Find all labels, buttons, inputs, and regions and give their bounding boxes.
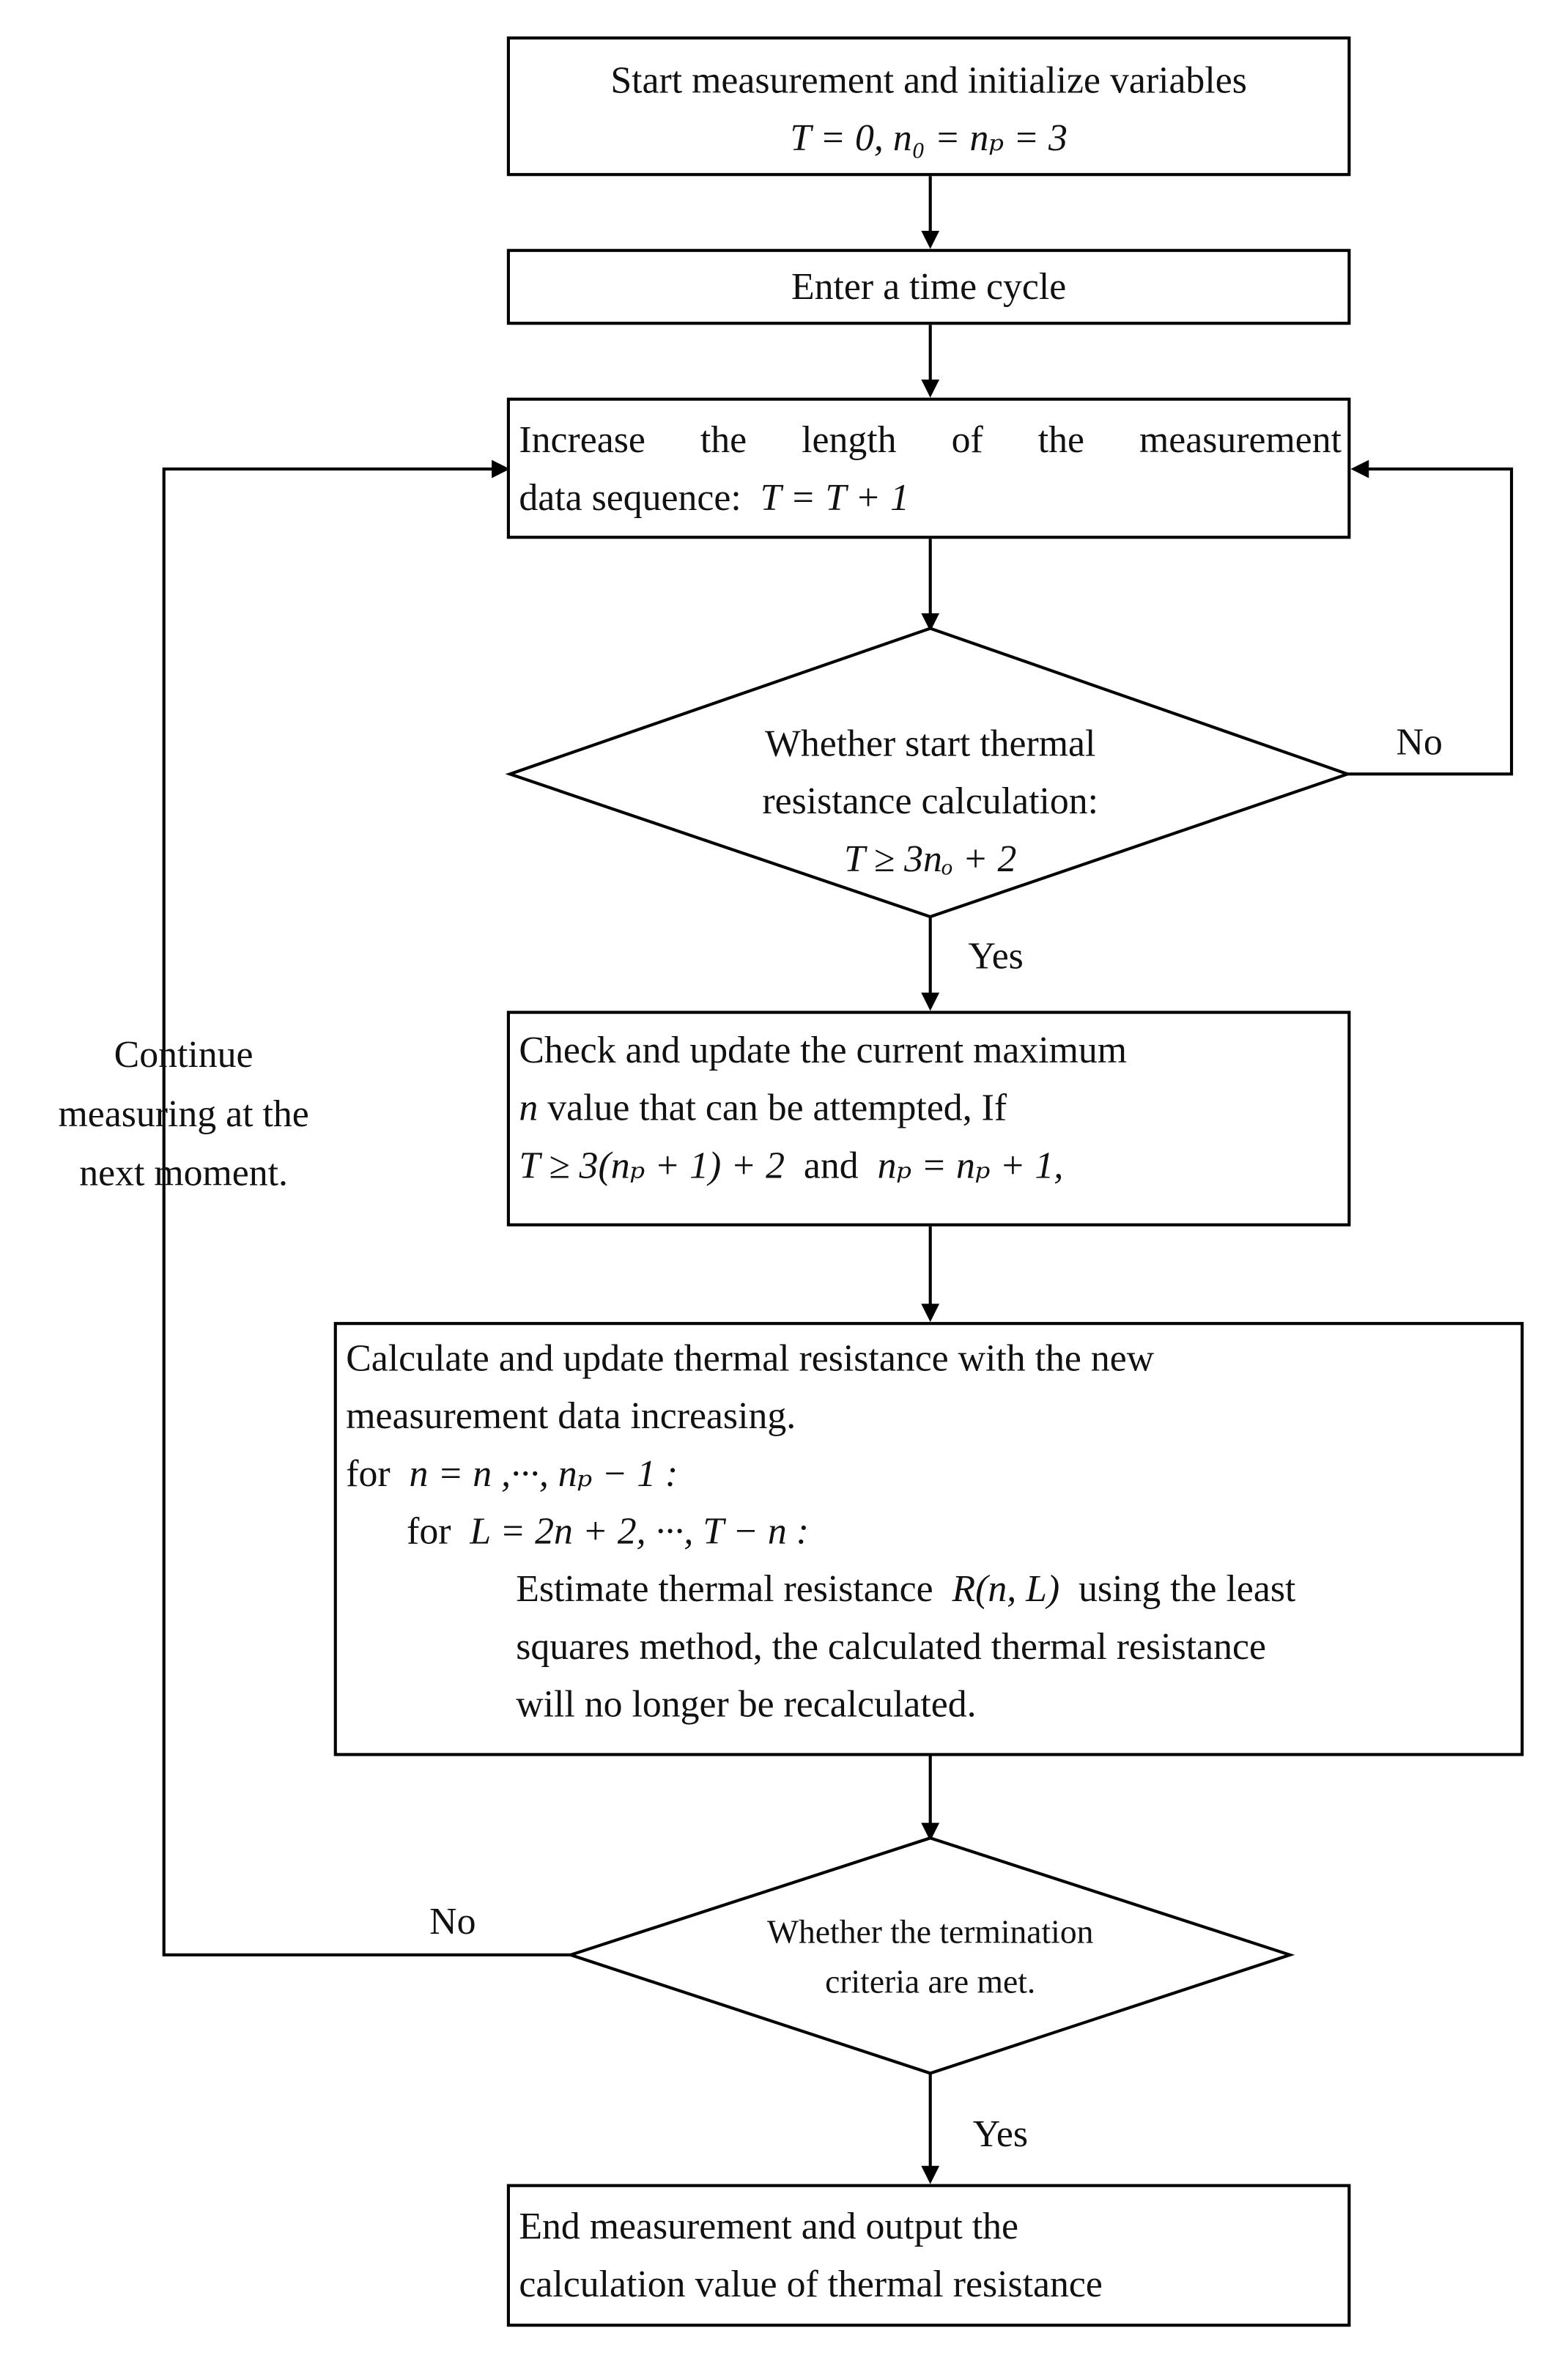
- start-text: Start measurement and initialize variabl…: [610, 60, 1247, 102]
- calc-line5: will no longer be recalculated.: [516, 1685, 977, 1726]
- increase-line2-text: data sequence:: [519, 478, 741, 520]
- decision1-diamond: [505, 627, 1353, 919]
- decision2-yes-label: Yes: [972, 2114, 1029, 2156]
- decision1-text: Whether start thermal resistance calcula…: [667, 717, 1193, 890]
- calc-for1-keyword: for: [346, 1454, 391, 1496]
- calc-for2-formula: L = 2n + 2, ···, T − n :: [470, 1512, 810, 1553]
- decision2-diamond: [566, 1836, 1295, 2075]
- check-line2-text: value that can be attempted, If: [547, 1088, 1007, 1130]
- calc-for2: for L = 2n + 2, ···, T − n :: [346, 1504, 1509, 1562]
- increase-line1: Increase the length of the measurement: [519, 420, 1342, 462]
- calc-for1-formula: n = n ,···, nₚ − 1 :: [409, 1454, 678, 1496]
- decision1-no-label: No: [1396, 722, 1443, 764]
- decision2-line1: Whether the termination: [767, 1912, 1094, 1951]
- continue-line2: measuring at the: [58, 1094, 309, 1136]
- check-formula-b: nₚ = nₚ + 1,: [877, 1145, 1064, 1187]
- check-n-var: n: [519, 1088, 539, 1130]
- calc-for1: for n = n ,···, nₚ − 1 :: [346, 1446, 1509, 1504]
- check-line1: Check and update the current maximum: [519, 1030, 1128, 1072]
- check-and: and: [803, 1145, 859, 1187]
- time-cycle-text: Enter a time cycle: [791, 267, 1067, 308]
- decision2-text: Whether the termination criteria are met…: [687, 1907, 1173, 2007]
- calc-estimate-text-b: using the least: [1078, 1569, 1296, 1611]
- calc-estimate: Estimate thermal resistance R(n, L) usin…: [346, 1562, 1509, 1619]
- end-box: End measurement and output the calculati…: [506, 2184, 1351, 2327]
- calc-line4: squares method, the calculated thermal r…: [516, 1627, 1266, 1668]
- time-cycle-box: Enter a time cycle: [506, 248, 1351, 325]
- continue-line3: next moment.: [79, 1153, 288, 1195]
- end-line2: calculation value of thermal resistance: [519, 2264, 1103, 2306]
- end-line1: End measurement and output the: [519, 2206, 1019, 2248]
- calc-line2: measurement data increasing.: [346, 1396, 796, 1438]
- continue-line1: Continue: [114, 1035, 254, 1076]
- calculate-update-box: Calculate and update thermal resistance …: [333, 1322, 1524, 1756]
- arrow-decision2-no: [162, 459, 571, 1956]
- start-box: Start measurement and initialize variabl…: [506, 36, 1351, 177]
- increase-line2: data sequence: T = T + 1: [519, 470, 1342, 528]
- increase-length-box: Increase the length of the measurement d…: [506, 397, 1351, 539]
- decision1-formula: T ≥ 3nₒ + 2: [843, 839, 1017, 881]
- calc-line1: Calculate and update thermal resistance …: [346, 1338, 1155, 1380]
- calc-estimate-formula: R(n, L): [952, 1569, 1060, 1611]
- increase-formula: T = T + 1: [760, 478, 909, 520]
- start-formula: T = 0, n₀ = nₚ = 3: [790, 118, 1068, 160]
- decision1-line2: resistance calculation:: [762, 781, 1099, 823]
- arrow-decision1-no: [1347, 459, 1514, 776]
- decision2-line2: criteria are met.: [825, 1962, 1036, 2000]
- decision2-no-label: No: [429, 1902, 476, 1943]
- check-formula-a: T ≥ 3(nₚ + 1) + 2: [519, 1145, 785, 1187]
- calc-estimate-text-a: Estimate thermal resistance: [516, 1569, 933, 1611]
- decision1-yes-label: Yes: [968, 936, 1024, 978]
- check-update-box: Check and update the current maximum n v…: [506, 1010, 1351, 1227]
- decision1-line1: Whether start thermal: [764, 724, 1096, 765]
- calc-for2-keyword: for: [407, 1512, 451, 1553]
- check-line3: T ≥ 3(nₚ + 1) + 2 and nₚ = nₚ + 1,: [519, 1138, 1342, 1196]
- continue-measuring-label: Continue measuring at the next moment.: [6, 1026, 361, 1203]
- check-line2: n value that can be attempted, If: [519, 1081, 1342, 1139]
